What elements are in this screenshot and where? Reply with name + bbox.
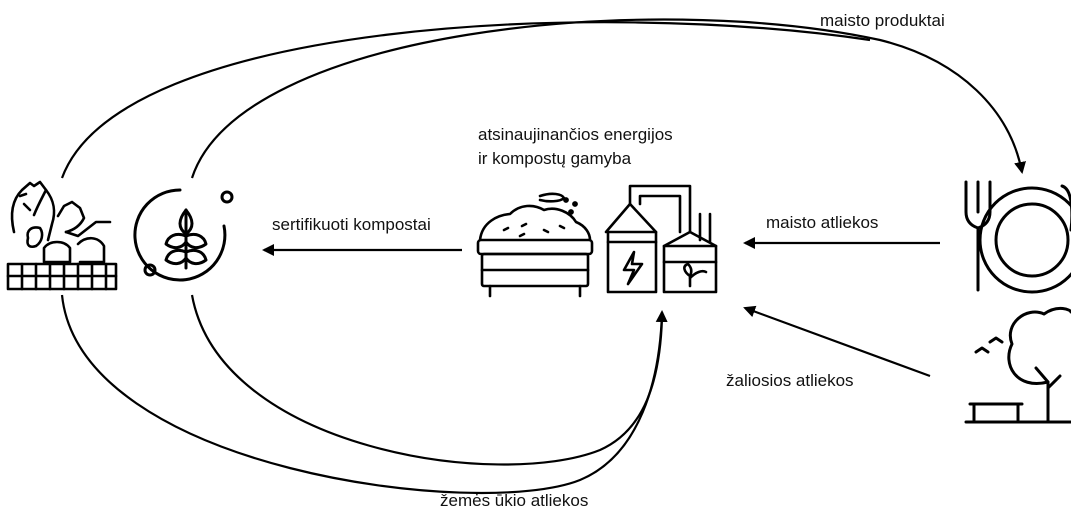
wheat-circle-icon [133, 188, 234, 282]
plate-cutlery-icon [964, 180, 1071, 294]
food-products-arrows [60, 18, 1026, 179]
crop-to-plant-arc [190, 294, 664, 466]
biogas-plant-icon [604, 184, 718, 294]
agri-waste-label: žemės ūkio atliekos [440, 491, 589, 510]
farm-animals-icon [6, 180, 118, 291]
park-tree-bench-icon [964, 306, 1071, 424]
production-label-line1: atsinaujinančios energijos [478, 125, 673, 144]
food-products-label: maisto produktai [820, 11, 945, 30]
certified-compost-label: sertifikuoti kompostai [272, 215, 431, 234]
agri-waste-arrows [60, 294, 668, 495]
compost-bin-icon [476, 192, 594, 298]
crop-to-dining-arc [190, 18, 1026, 179]
green-waste-arrow [743, 305, 931, 378]
food-waste-label: maisto atliekos [766, 213, 879, 232]
farm-to-plant-arc [60, 294, 668, 495]
production-label-line2: ir kompostų gamyba [478, 149, 632, 168]
green-waste-label: žaliosios atliekos [726, 371, 854, 390]
farm-to-dining-arc [60, 21, 871, 179]
